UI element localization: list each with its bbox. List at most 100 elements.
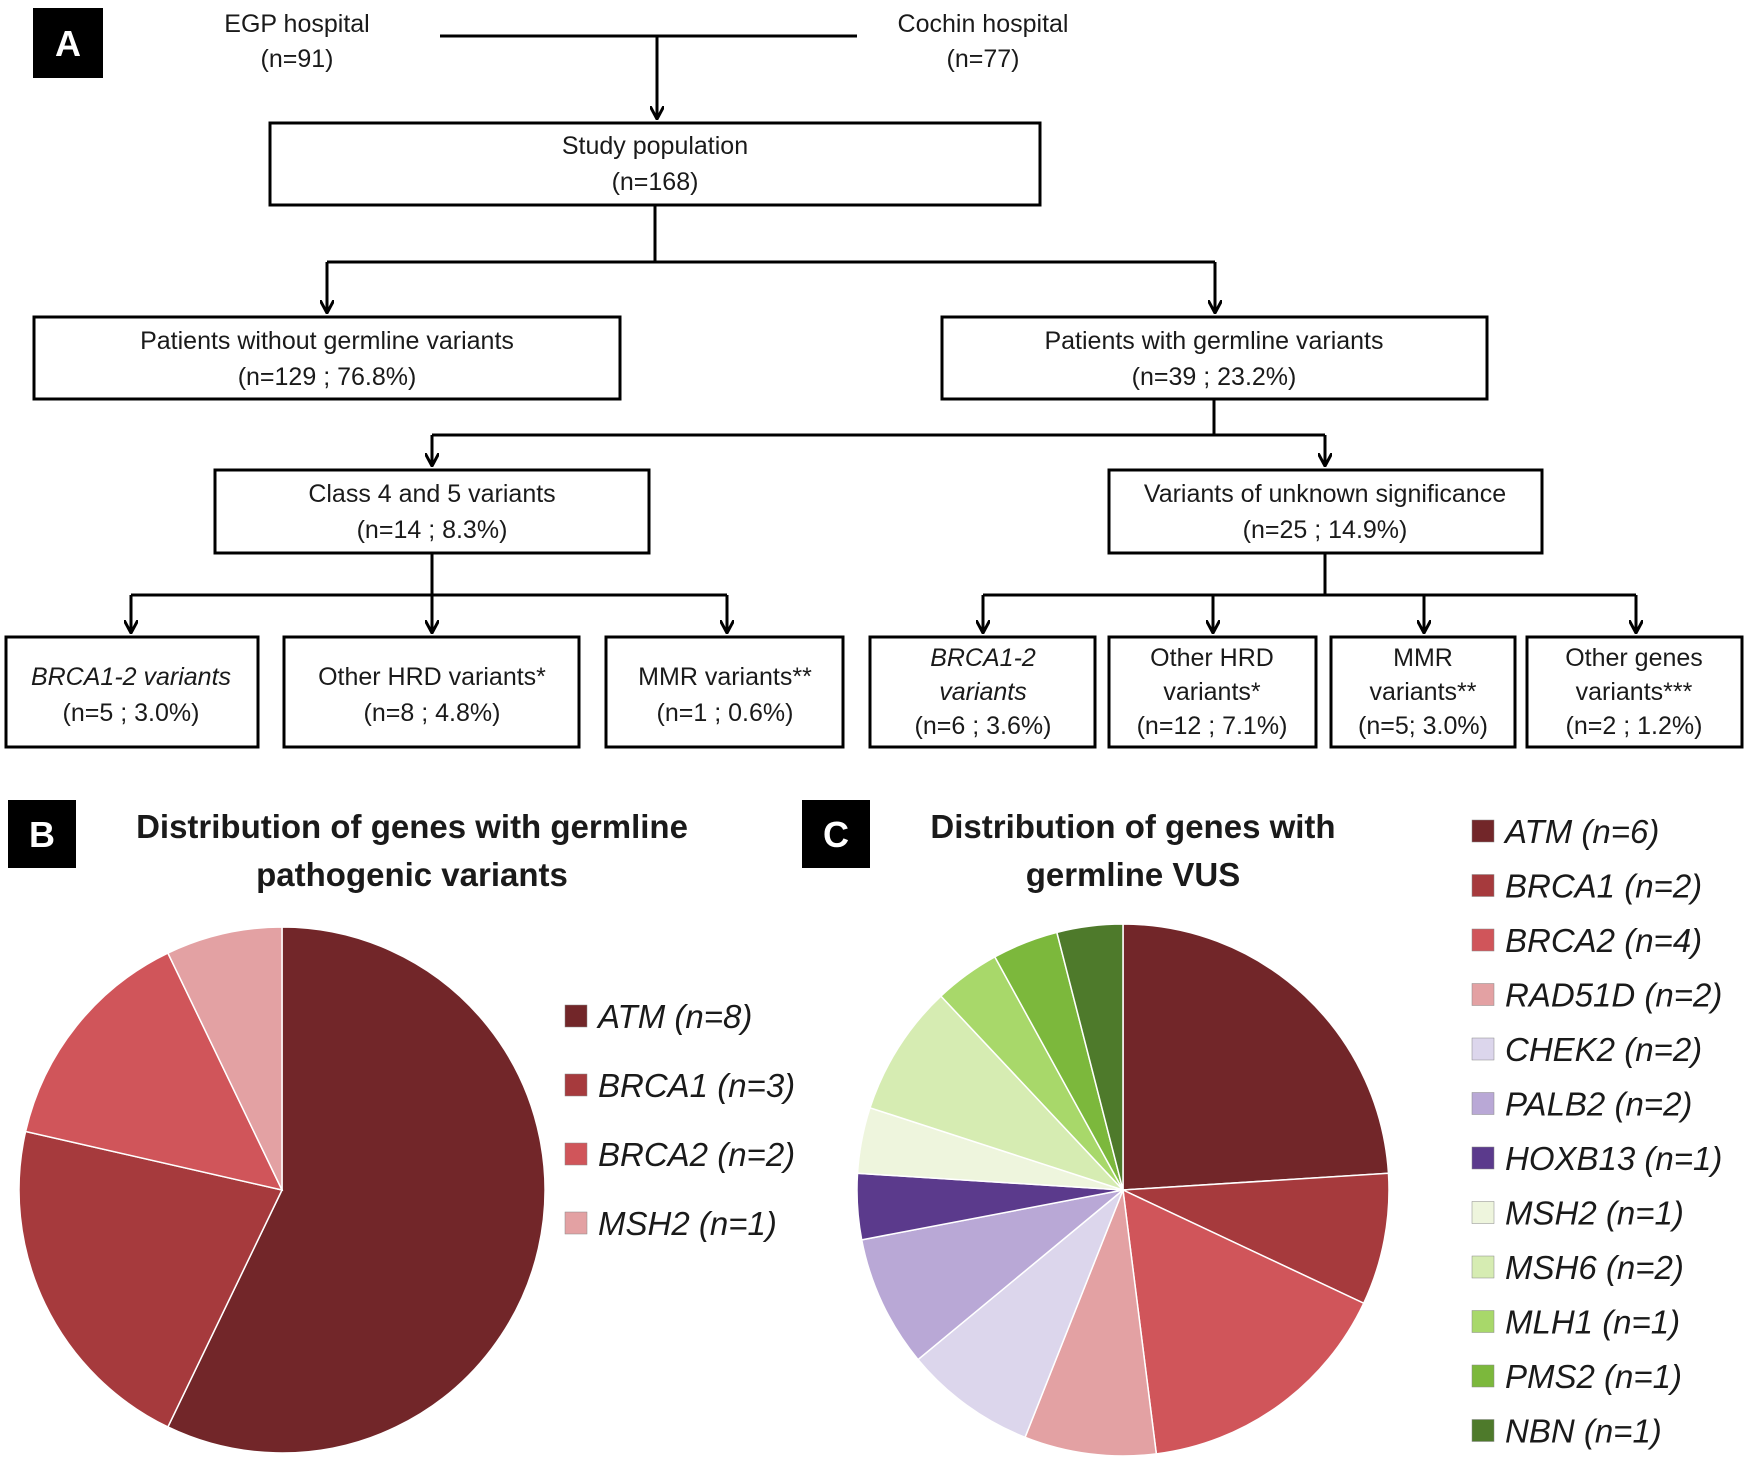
pie-slice-palb2 [860,1189,1124,1361]
egp-hospital-count: (n=91) [261,45,334,73]
pie-slice-brca2 [24,952,284,1192]
legend-swatch-brca2 [1471,928,1495,952]
legend-label-hoxb13: HOXB13 (n=1) [1505,1140,1722,1177]
legend-label-atm: ATM (n=8) [596,998,752,1035]
legend-swatch-hoxb13 [1471,1146,1495,1170]
legend-label-brca2: BRCA2 (n=2) [598,1136,795,1173]
v-brca-label-1: BRCA1-2 [930,644,1036,672]
legend-swatch-nbn [1471,1419,1495,1442]
v-other-label-2: variants*** [1576,678,1693,706]
legend-swatch-mlh1 [1471,1310,1495,1333]
pie-slice-msh6 [869,995,1124,1191]
legend-swatch-rad51d [1471,983,1495,1006]
chart-b-title-line-2: pathogenic variants [256,856,568,893]
legend-swatch-atm [1471,819,1495,843]
chart-b-legend: ATM (n=8) BRCA1 (n=3) BRCA2 (n=2) MSH2 (n=1… [564,998,795,1242]
legend-label-brca1: BRCA1 (n=3) [598,1067,795,1104]
chart-c-title-line-1: Distribution of genes with [930,808,1335,845]
legend-swatch-brca1 [564,1073,588,1097]
v-hrd-label-2: variants* [1163,678,1261,706]
chart-b-title-line-1: Distribution of genes with germline [136,808,688,845]
v-hrd-label-1: Other HRD [1150,644,1274,672]
vus-box [1107,468,1544,555]
pie-slice-msh2 [166,926,283,1191]
legend-swatch-palb2 [1471,1092,1495,1115]
v-mmr-count: (n=5; 3.0%) [1358,712,1488,740]
chart-c-legend: ATM (n=6) BRCA1 (n=2) BRCA2 (n=4) RAD51D (n… [1471,813,1722,1450]
with-variants-count: (n=39 ; 23.2%) [1132,363,1297,391]
panel-c-label: C [823,814,849,855]
p-mmr-count: (n=1 ; 0.6%) [657,699,794,727]
legend-label-rad51d: RAD51D (n=2) [1505,977,1722,1014]
chart-c-pie [856,923,1390,1457]
study-population-box [268,121,1042,207]
p-mmr-box [604,635,845,749]
v-other-box [1525,635,1744,749]
legend-swatch-pms2 [1471,1364,1495,1388]
legend-swatch-atm [564,1004,588,1028]
v-brca-box [868,635,1097,749]
v-other-count: (n=2 ; 1.2%) [1566,712,1703,740]
p-brca-count: (n=5 ; 3.0%) [63,699,200,727]
p-hrd-box [282,635,581,749]
legend-label-atm: ATM (n=6) [1503,813,1659,850]
p-brca-box [4,635,260,749]
legend-label-msh2: MSH2 (n=1) [1505,1195,1684,1232]
without-variants-label: Patients without germline variants [140,327,514,355]
pie-slice-brca2 [1122,1188,1365,1455]
legend-swatch-chek2 [1471,1037,1495,1061]
legend-label-brca2: BRCA2 (n=4) [1505,922,1702,959]
legend-swatch-brca2 [564,1142,588,1166]
pie-slice-atm [1122,923,1390,1191]
v-brca-count: (n=6 ; 3.6%) [915,712,1052,740]
legend-label-brca1: BRCA1 (n=2) [1505,868,1702,905]
with-variants-label: Patients with germline variants [1044,327,1383,355]
legend-swatch-msh2 [1471,1201,1495,1224]
study-population-label: Study population [562,132,748,160]
legend-swatch-msh6 [1471,1255,1495,1279]
vus-label: Variants of unknown significance [1144,480,1506,508]
p-mmr-label: MMR variants** [638,663,812,691]
v-mmr-label-1: MMR [1393,644,1453,672]
pie-slice-brca1 [1122,1172,1390,1305]
pie-slice-rad51d [1024,1189,1158,1457]
chart-b-pie [18,926,546,1454]
v-hrd-count: (n=12 ; 7.1%) [1137,712,1288,740]
legend-label-msh6: MSH6 (n=2) [1505,1249,1684,1286]
panel-a-badge [33,8,103,78]
pie-slice-nbn [1055,923,1124,1191]
legend-label-mlh1: MLH1 (n=1) [1505,1304,1680,1341]
pie-slice-brca1 [18,1130,284,1428]
cochin-hospital-label: Cochin hospital [898,10,1069,38]
v-brca-label-2: variants [939,678,1027,706]
p-hrd-count: (n=8 ; 4.8%) [364,699,501,727]
class45-label: Class 4 and 5 variants [308,480,555,508]
vus-count: (n=25 ; 14.9%) [1243,516,1408,544]
legend-swatch-brca1 [1471,874,1495,897]
study-population-count: (n=168) [612,168,699,196]
panel-c-badge [802,800,870,868]
legend-label-nbn: NBN (n=1) [1505,1413,1662,1450]
pie-slice-atm [166,926,546,1454]
p-brca-label: BRCA1-2 variants [31,663,231,691]
panel-b: B Distribution of genes with germline pa… [8,800,795,1454]
panel-b-label: B [29,814,55,855]
legend-swatch-msh2 [564,1211,588,1235]
v-mmr-label-2: variants** [1370,678,1477,706]
v-hrd-box [1107,635,1318,749]
pie-slice-chek2 [916,1189,1124,1439]
without-variants-count: (n=129 ; 76.8%) [238,363,417,391]
cochin-hospital-count: (n=77) [947,45,1020,73]
p-hrd-label: Other HRD variants* [318,663,546,691]
class45-count: (n=14 ; 8.3%) [357,516,508,544]
panel-a-label: A [55,23,81,64]
panel-a: A EGP hospital (n=91) Cochin hospital (n… [4,8,1744,749]
panel-b-badge [8,800,76,868]
legend-label-palb2: PALB2 (n=2) [1505,1086,1692,1123]
legend-label-pms2: PMS2 (n=1) [1505,1358,1682,1395]
egp-hospital-label: EGP hospital [224,10,369,38]
without-variants-box [32,315,622,401]
legend-label-msh2: MSH2 (n=1) [598,1205,777,1242]
legend-label-chek2: CHEK2 (n=2) [1505,1031,1702,1068]
